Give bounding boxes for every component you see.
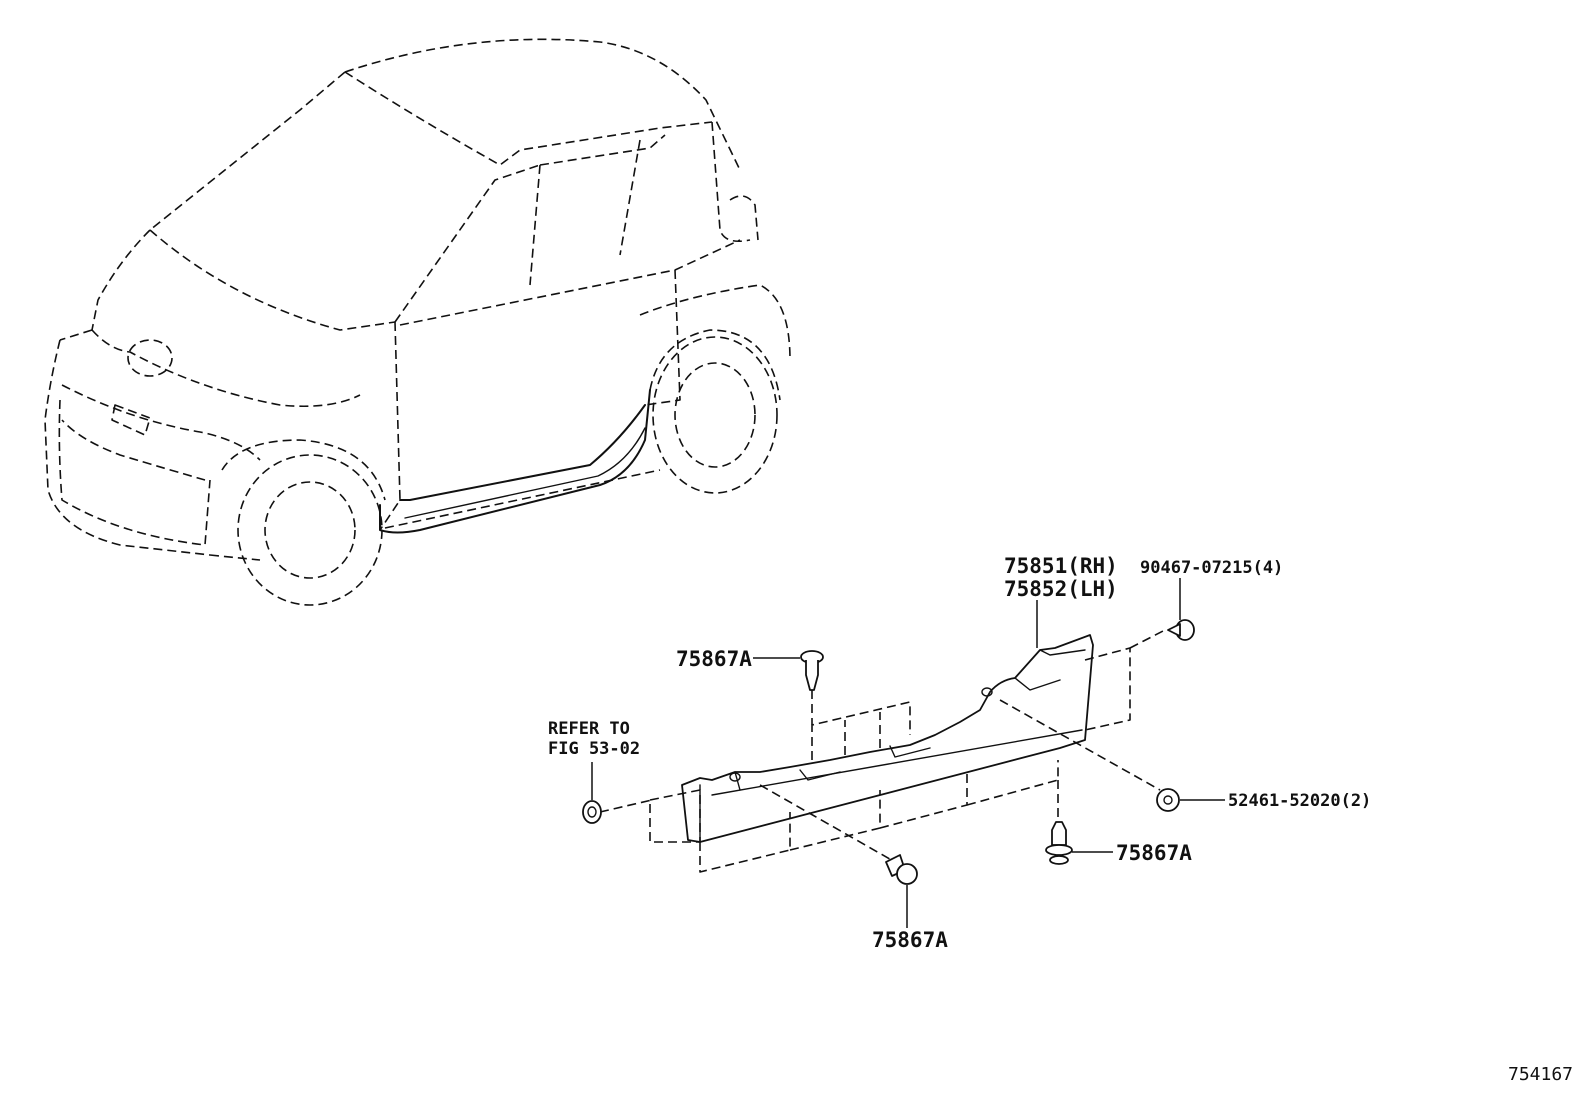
screw-right-lower-icon (1156, 788, 1180, 812)
label-clip-right: 75867A (1116, 841, 1192, 865)
assembly-guide-lines (599, 629, 1166, 873)
label-screw: 90467-07215(4) (1140, 558, 1283, 578)
screw-left-icon (582, 800, 602, 824)
label-screw-lower: 52461-52020(2) (1228, 791, 1371, 811)
label-side-sill-lh: 75852(LH) (1004, 577, 1118, 601)
screw-right-top-icon (1167, 619, 1195, 641)
vehicle-side-sill-highlight (379, 389, 651, 534)
label-clip-top: 75867A (676, 647, 752, 671)
label-leaders (591, 578, 1225, 928)
label-side-sill-rh: 75851(RH) (1004, 554, 1118, 578)
clip-right-icon (1045, 821, 1073, 865)
clip-bottom-icon (885, 854, 918, 885)
vehicle-phantom-outline (44, 38, 791, 606)
label-refer-line2: FIG 53-02 (548, 739, 640, 759)
figure-id: 754167 (1508, 1064, 1573, 1085)
clip-top-icon (800, 650, 824, 691)
label-clip-bottom: 75867A (872, 928, 948, 952)
side-sill-garnish-part (681, 634, 1094, 843)
label-refer-line1: REFER TO (548, 719, 630, 739)
